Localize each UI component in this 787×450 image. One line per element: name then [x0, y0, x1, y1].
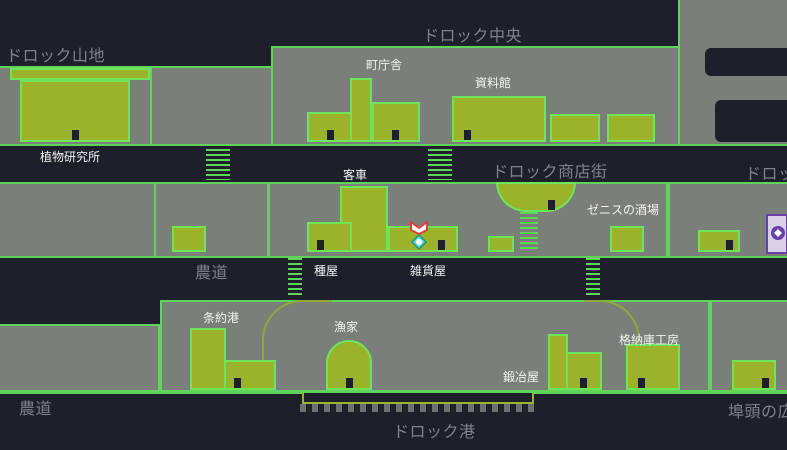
door — [438, 240, 445, 250]
location-general-store[interactable]: 雑貨屋 — [410, 264, 447, 278]
door — [580, 378, 587, 388]
door — [317, 240, 324, 250]
region-pier[interactable]: 埠頭の広 — [728, 402, 787, 421]
door — [726, 240, 733, 250]
terrain-mid-left — [0, 182, 156, 258]
door — [762, 378, 769, 388]
terrain-mid-center — [268, 182, 668, 258]
smithy-building[interactable] — [566, 352, 602, 390]
region-drock-port[interactable]: ドロック港 — [393, 422, 476, 441]
botany-lab-building[interactable] — [20, 80, 130, 142]
location-smithy[interactable]: 鍛冶屋 — [503, 370, 540, 384]
archive-annex[interactable] — [607, 114, 655, 142]
door — [638, 378, 645, 388]
door — [464, 130, 471, 140]
fisher-house-building[interactable] — [326, 340, 372, 390]
warehouse-right[interactable] — [732, 360, 776, 390]
cave-hole — [705, 48, 787, 76]
region-drock-shop-street[interactable]: ドロック商店街 — [492, 162, 608, 181]
town-hall-building[interactable] — [372, 102, 420, 142]
region-drock-center[interactable]: ドロック中央 — [423, 26, 523, 45]
smithy-building[interactable] — [548, 334, 568, 390]
seed-shop-building[interactable] — [307, 222, 352, 252]
shield-icon[interactable] — [766, 214, 787, 254]
cave-hole — [715, 100, 787, 142]
town-hall-tower[interactable] — [350, 78, 372, 142]
location-guest-car[interactable]: 客車 — [343, 168, 368, 182]
botany-lab-building[interactable] — [10, 68, 150, 80]
terrain-hill — [150, 66, 275, 146]
location-treaty-port[interactable]: 条約港 — [203, 311, 240, 325]
region-drock-mountains[interactable]: ドロック山地 — [6, 46, 106, 65]
door — [392, 130, 399, 140]
support-arch — [262, 300, 332, 390]
zenith-tavern-building[interactable] — [610, 226, 644, 252]
region-farm-road-lower[interactable]: 農道 — [19, 399, 53, 418]
location-warehouse-workshop[interactable]: 格納庫工房 — [619, 333, 680, 347]
treaty-port-building[interactable] — [190, 328, 226, 390]
terrain-low-left — [0, 324, 160, 394]
left-hut[interactable] — [172, 226, 206, 252]
shop-stall[interactable] — [488, 236, 514, 252]
archive-annex[interactable] — [550, 114, 600, 142]
door — [548, 200, 555, 210]
door — [327, 130, 334, 140]
door — [72, 130, 79, 140]
location-zenith-tavern[interactable]: ゼニスの酒場 — [587, 203, 660, 217]
bridge-connector — [288, 258, 302, 298]
location-archive[interactable]: 資料館 — [475, 76, 512, 90]
location-fisher-house[interactable]: 漁家 — [334, 320, 359, 334]
door — [346, 378, 353, 388]
warehouse-workshop-building[interactable] — [626, 344, 680, 390]
town-hall-building[interactable] — [307, 112, 352, 142]
location-town-hall[interactable]: 町庁舎 — [366, 58, 403, 72]
treaty-port-building[interactable] — [224, 360, 276, 390]
region-farm-road-upper[interactable]: 農道 — [195, 263, 229, 282]
zenith-tavern-annex[interactable] — [698, 230, 740, 252]
bridge-connector — [428, 144, 452, 180]
location-botany-lab[interactable]: 植物研究所 — [40, 150, 101, 164]
player-location-icon[interactable] — [407, 220, 431, 254]
stairs — [520, 212, 538, 252]
bridge-connector — [586, 258, 600, 298]
door — [234, 378, 241, 388]
archive-building[interactable] — [452, 96, 546, 142]
dock-rail — [300, 404, 536, 412]
location-seed-shop[interactable]: 種屋 — [314, 264, 339, 278]
bridge-connector — [206, 144, 230, 180]
ground-line — [0, 390, 787, 393]
region-drock-right[interactable]: ドロッ — [745, 164, 787, 183]
